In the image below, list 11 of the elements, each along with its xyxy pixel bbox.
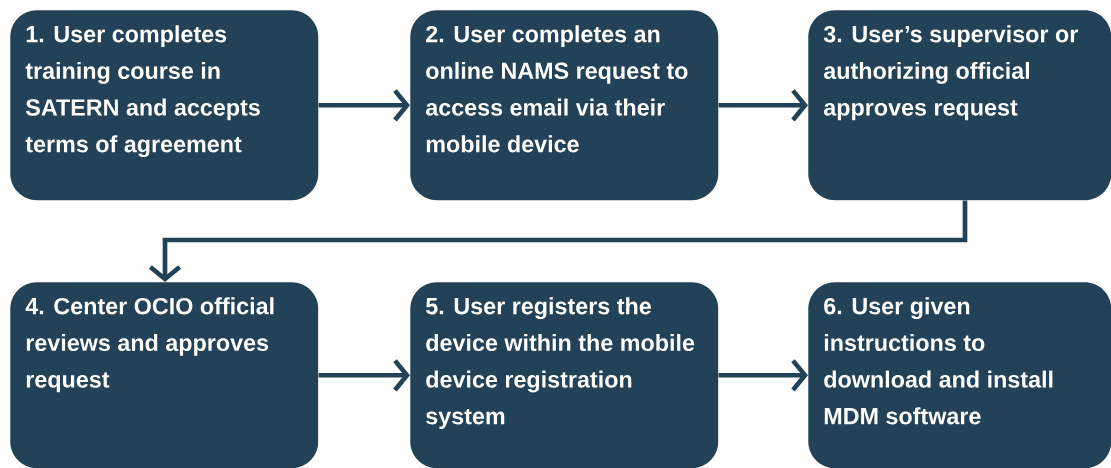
arrow [318, 89, 410, 122]
process-box: 6. User given instructions to download and install MDM software [808, 282, 1111, 468]
arrow [718, 89, 808, 122]
process-box: 2. User completes an online NAMS request to access email via their mobile device [410, 10, 719, 201]
process-box: 5. User registers the device within the mobile device registration system [410, 282, 719, 468]
arrow [318, 359, 410, 392]
arrow [718, 359, 808, 392]
process-box: 1. User completes training course in SATERN and accepts terms of agreement [10, 10, 319, 201]
arrow [148, 200, 968, 282]
process-box: 4. Center OCIO official reviews and approves request [10, 282, 319, 468]
process-box: 3. User’s supervisor or authorizing official approves request [808, 10, 1111, 201]
